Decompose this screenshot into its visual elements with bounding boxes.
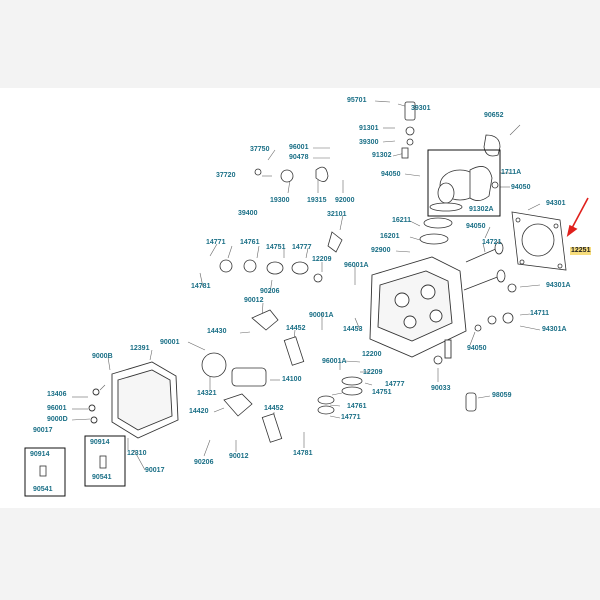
part-label: 90206 <box>194 459 214 466</box>
part-label: 14751 <box>266 244 286 251</box>
part-label: 94301A <box>542 326 567 333</box>
part-label: 94050 <box>467 345 487 352</box>
part-label: 1711A <box>501 169 522 176</box>
part-label: 94050 <box>511 184 531 191</box>
part-label: 90541 <box>92 474 112 481</box>
part-label: 14453 <box>343 326 363 333</box>
part-label: 14321 <box>197 390 217 397</box>
part-label: 90541 <box>33 486 53 493</box>
manifold-parts <box>401 101 501 212</box>
part-label: 91302 <box>372 152 392 159</box>
part-label: 94301A <box>546 282 571 289</box>
part-label: 90478 <box>289 154 309 161</box>
part-label: 14771 <box>341 414 361 421</box>
part-label: 90012 <box>229 453 249 460</box>
part-label: 90033 <box>431 385 451 392</box>
intake-group-box <box>427 149 501 217</box>
part-label: 14777 <box>385 381 405 388</box>
part-label: 95701 <box>347 97 367 104</box>
part-label: 90652 <box>484 112 504 119</box>
part-label: 94050 <box>466 223 486 230</box>
part-label: 90001A <box>309 312 334 319</box>
cam-parts <box>201 166 477 443</box>
part-label: 37750 <box>250 146 270 153</box>
part-label: 14761 <box>347 403 367 410</box>
part-label: 9000B <box>92 353 113 360</box>
part-label: 12200 <box>362 351 382 358</box>
part-label: 39400 <box>238 210 258 217</box>
part-label: 90914 <box>90 439 110 446</box>
part-label: 96001 <box>47 405 67 412</box>
part-label: 14777 <box>292 244 312 251</box>
part-label: 14711 <box>530 310 550 317</box>
part-label: 14430 <box>207 328 227 335</box>
cylinder-head <box>369 256 467 359</box>
part-label: 39301 <box>411 105 431 112</box>
bolt-box-2 <box>84 435 126 487</box>
part-label: 98059 <box>492 392 512 399</box>
part-label: 90001 <box>160 339 180 346</box>
bolt-box-1 <box>24 447 66 497</box>
valve-cover <box>88 361 179 439</box>
part-label: 12391 <box>130 345 150 352</box>
part-label: 92000 <box>335 197 355 204</box>
part-label: 14781 <box>293 450 313 457</box>
part-label: 16201 <box>380 233 400 240</box>
highlighted-part-label: 12251 <box>570 247 592 255</box>
part-label: 90206 <box>260 288 280 295</box>
part-label: 90914 <box>30 451 50 458</box>
part-label: 91301 <box>359 125 379 132</box>
part-label: 96001A <box>344 262 369 269</box>
valves <box>463 241 517 332</box>
part-label: 14100 <box>282 376 302 383</box>
part-label: 37720 <box>216 172 236 179</box>
gaskets <box>419 217 453 245</box>
part-label: 90012 <box>244 297 264 304</box>
part-label: 94050 <box>381 171 401 178</box>
part-label: 12310 <box>127 450 147 457</box>
part-label: 14761 <box>240 239 260 246</box>
head-gasket <box>511 211 567 271</box>
part-label: 14420 <box>189 408 209 415</box>
part-label: 14781 <box>191 283 211 290</box>
part-label: 32101 <box>327 211 347 218</box>
part-label: 16211 <box>392 217 412 224</box>
part-label: 14771 <box>206 239 226 246</box>
part-label: 9000D <box>47 416 68 423</box>
part-label: 14721 <box>482 239 502 246</box>
part-label: 96001A <box>322 358 347 365</box>
part-label: 90017 <box>145 467 165 474</box>
part-label: 91302A <box>469 206 494 213</box>
part-label: 39300 <box>359 139 379 146</box>
highlight-arrow <box>566 197 589 237</box>
part-label: 94301 <box>546 200 566 207</box>
part-label: 14452 <box>264 405 284 412</box>
part-label: 92900 <box>371 247 391 254</box>
part-label: 19315 <box>307 197 327 204</box>
part-label: 13406 <box>47 391 67 398</box>
part-label: 96001 <box>289 144 309 151</box>
part-label: 14751 <box>372 389 392 396</box>
part-label: 12209 <box>363 369 383 376</box>
part-label: 90017 <box>33 427 53 434</box>
part-label: 12209 <box>312 256 332 263</box>
part-label: 19300 <box>270 197 290 204</box>
part-label: 14452 <box>286 325 306 332</box>
